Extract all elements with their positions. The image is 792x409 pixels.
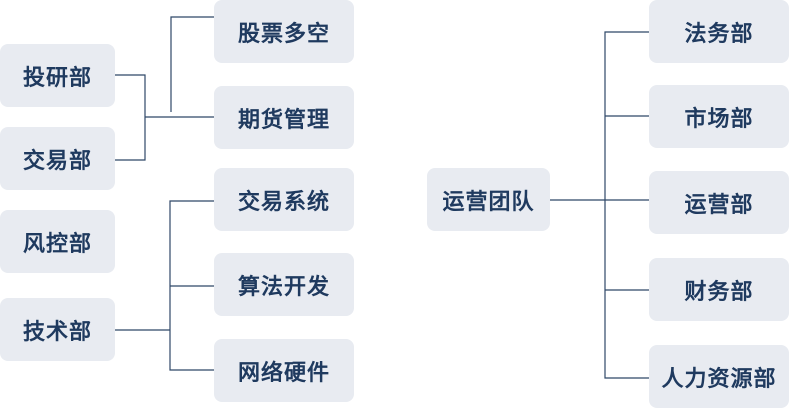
team-futures: 期货管理 <box>214 86 354 149</box>
team-operations-label: 运营团队 <box>442 189 535 215</box>
dept-finance-label: 财务部 <box>684 279 754 305</box>
team-long-short-label: 股票多空 <box>237 21 330 47</box>
connector-research <box>115 74 146 161</box>
dept-marketing: 市场部 <box>649 85 789 148</box>
connector-long-short <box>170 16 214 112</box>
dept-tech-label: 技术部 <box>22 319 92 345</box>
dept-trading: 交易部 <box>0 127 115 190</box>
dept-finance: 财务部 <box>649 258 789 321</box>
dept-trading-label: 交易部 <box>22 148 92 174</box>
dept-ops: 运营部 <box>649 171 789 234</box>
dept-hr-label: 人力资源部 <box>661 366 777 392</box>
dept-legal: 法务部 <box>649 0 789 63</box>
team-long-short: 股票多空 <box>214 0 354 63</box>
connector-ops-branches <box>604 31 649 379</box>
dept-risk: 风控部 <box>0 210 115 273</box>
team-futures-label: 期货管理 <box>237 107 330 133</box>
team-network-hw-label: 网络硬件 <box>237 360 330 386</box>
dept-legal-label: 法务部 <box>684 21 754 47</box>
dept-risk-label: 风控部 <box>22 231 92 257</box>
team-trade-system: 交易系统 <box>214 168 354 231</box>
team-algo-dev-label: 算法开发 <box>237 274 330 300</box>
team-operations: 运营团队 <box>427 168 550 231</box>
dept-ops-label: 运营部 <box>684 192 754 218</box>
dept-marketing-label: 市场部 <box>684 106 754 132</box>
team-trade-system-label: 交易系统 <box>237 189 330 215</box>
dept-tech: 技术部 <box>0 298 115 361</box>
team-network-hw: 网络硬件 <box>214 339 354 402</box>
team-algo-dev: 算法开发 <box>214 253 354 316</box>
dept-research-label: 投研部 <box>22 65 92 91</box>
dept-hr: 人力资源部 <box>649 345 789 408</box>
dept-research: 投研部 <box>0 44 115 107</box>
